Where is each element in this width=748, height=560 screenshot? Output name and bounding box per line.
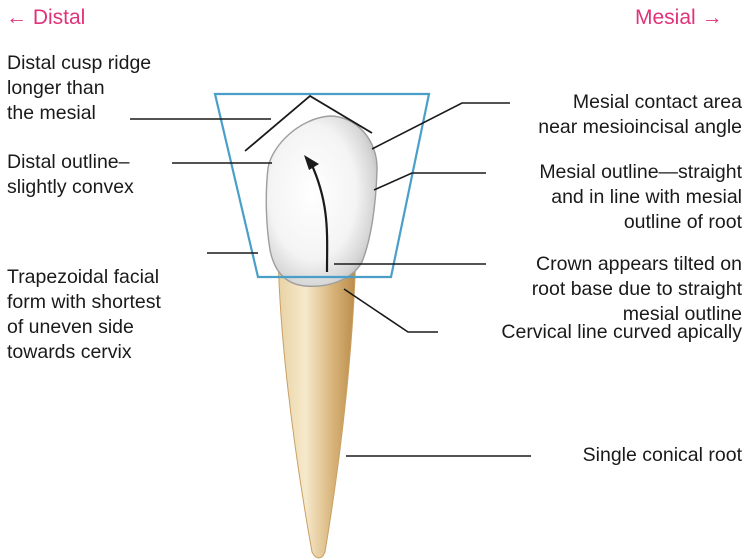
label-cervical-line: Cervical line curved apically [501, 320, 742, 345]
label-line: slightly convex [7, 175, 134, 200]
label-line: root base due to straight [532, 277, 742, 302]
label-crown-tilted: Crown appears tilted on root base due to… [532, 252, 742, 327]
mesial-direction-label: Mesial → [635, 6, 723, 30]
label-line: longer than [7, 76, 151, 101]
label-mesial-outline: Mesial outline—straight and in line with… [539, 160, 742, 235]
leader-cervical-line [344, 289, 438, 332]
label-mesial-contact-area: Mesial contact area near mesioincisal an… [538, 90, 742, 140]
tooth-root [278, 246, 356, 558]
label-line: Mesial outline—straight [539, 160, 742, 185]
tooth-crown [266, 116, 377, 286]
label-line: form with shortest [7, 290, 161, 315]
label-line: near mesioincisal angle [538, 115, 742, 140]
label-line: of uneven side [7, 315, 161, 340]
label-line: Trapezoidal facial [7, 265, 161, 290]
label-trapezoidal-form: Trapezoidal facial form with shortest of… [7, 265, 161, 365]
label-distal-cusp-ridge: Distal cusp ridge longer than the mesial [7, 51, 151, 126]
label-line: outline of root [539, 210, 742, 235]
label-distal-outline: Distal outline– slightly convex [7, 150, 134, 200]
label-line: Distal outline– [7, 150, 134, 175]
label-line: Cervical line curved apically [501, 320, 742, 345]
label-line: towards cervix [7, 340, 161, 365]
distal-direction-label: ← Distal [6, 6, 85, 30]
label-line: Mesial contact area [538, 90, 742, 115]
label-line: the mesial [7, 101, 151, 126]
label-line: Crown appears tilted on [532, 252, 742, 277]
label-line: Single conical root [583, 443, 742, 468]
leader-mesial-contact [372, 103, 510, 149]
label-line: and in line with mesial [539, 185, 742, 210]
label-single-root: Single conical root [583, 443, 742, 468]
leader-mesial-outline [374, 173, 486, 190]
label-line: Distal cusp ridge [7, 51, 151, 76]
